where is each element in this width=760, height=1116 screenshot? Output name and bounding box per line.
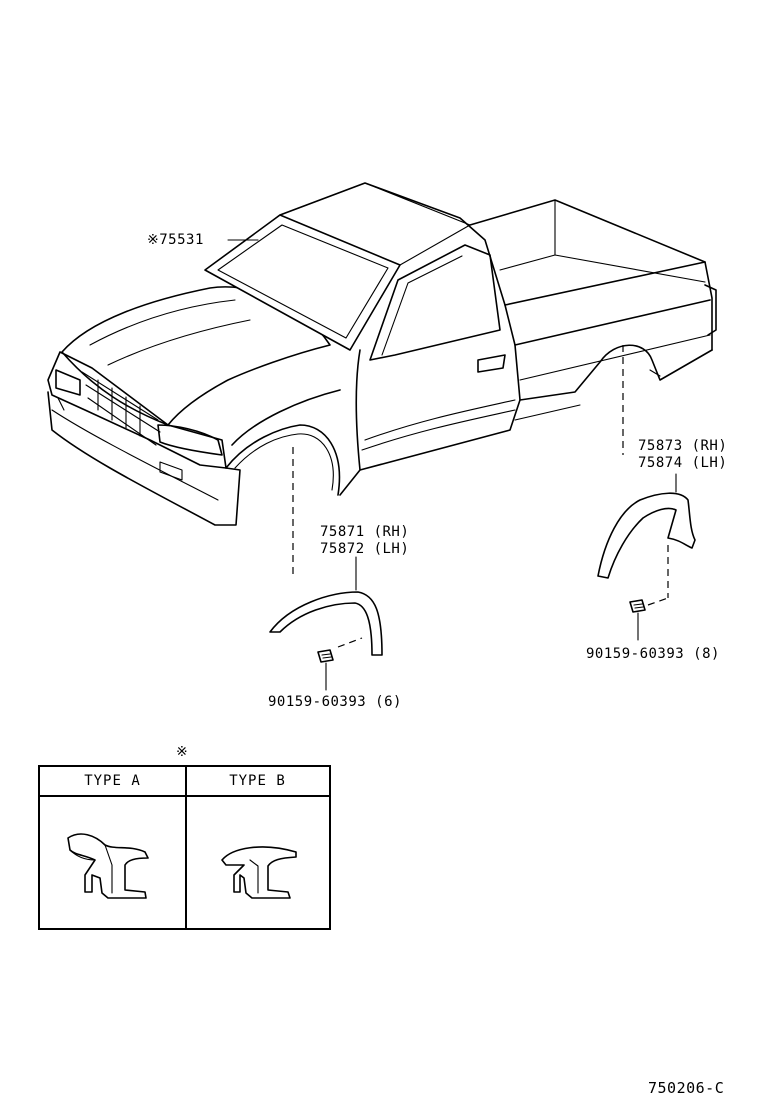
diagram-code: 750206-C: [648, 1079, 725, 1097]
truck-body: [47, 182, 717, 526]
type-table: TYPE A TYPE B: [38, 765, 331, 930]
type-table-column-divider: [185, 767, 187, 928]
front-fender-flare: [269, 447, 383, 656]
rear-flare-lh-label: 75874 (LH): [638, 455, 728, 471]
rear-screw-icon: [629, 599, 646, 641]
type-a-section: [67, 833, 149, 899]
front-screw-icon: [317, 649, 334, 691]
type-b-section: [221, 846, 297, 899]
front-flare-rh-label: 75871 (RH): [320, 524, 410, 540]
front-screw-label: 90159-60393 (6): [268, 694, 402, 710]
front-flare-lh-label: 75872 (LH): [320, 541, 410, 557]
type-table-header-divider: [40, 795, 329, 797]
type-b-header: TYPE B: [229, 773, 286, 789]
type-a-header: TYPE A: [84, 773, 141, 789]
type-table-marker: ※: [176, 744, 189, 760]
rear-flare-rh-label: 75873 (RH): [638, 438, 728, 454]
rear-fender-flare: [597, 345, 696, 606]
windshield-molding-label: ※75531: [147, 232, 204, 248]
rear-screw-label: 90159-60393 (8): [586, 646, 720, 662]
